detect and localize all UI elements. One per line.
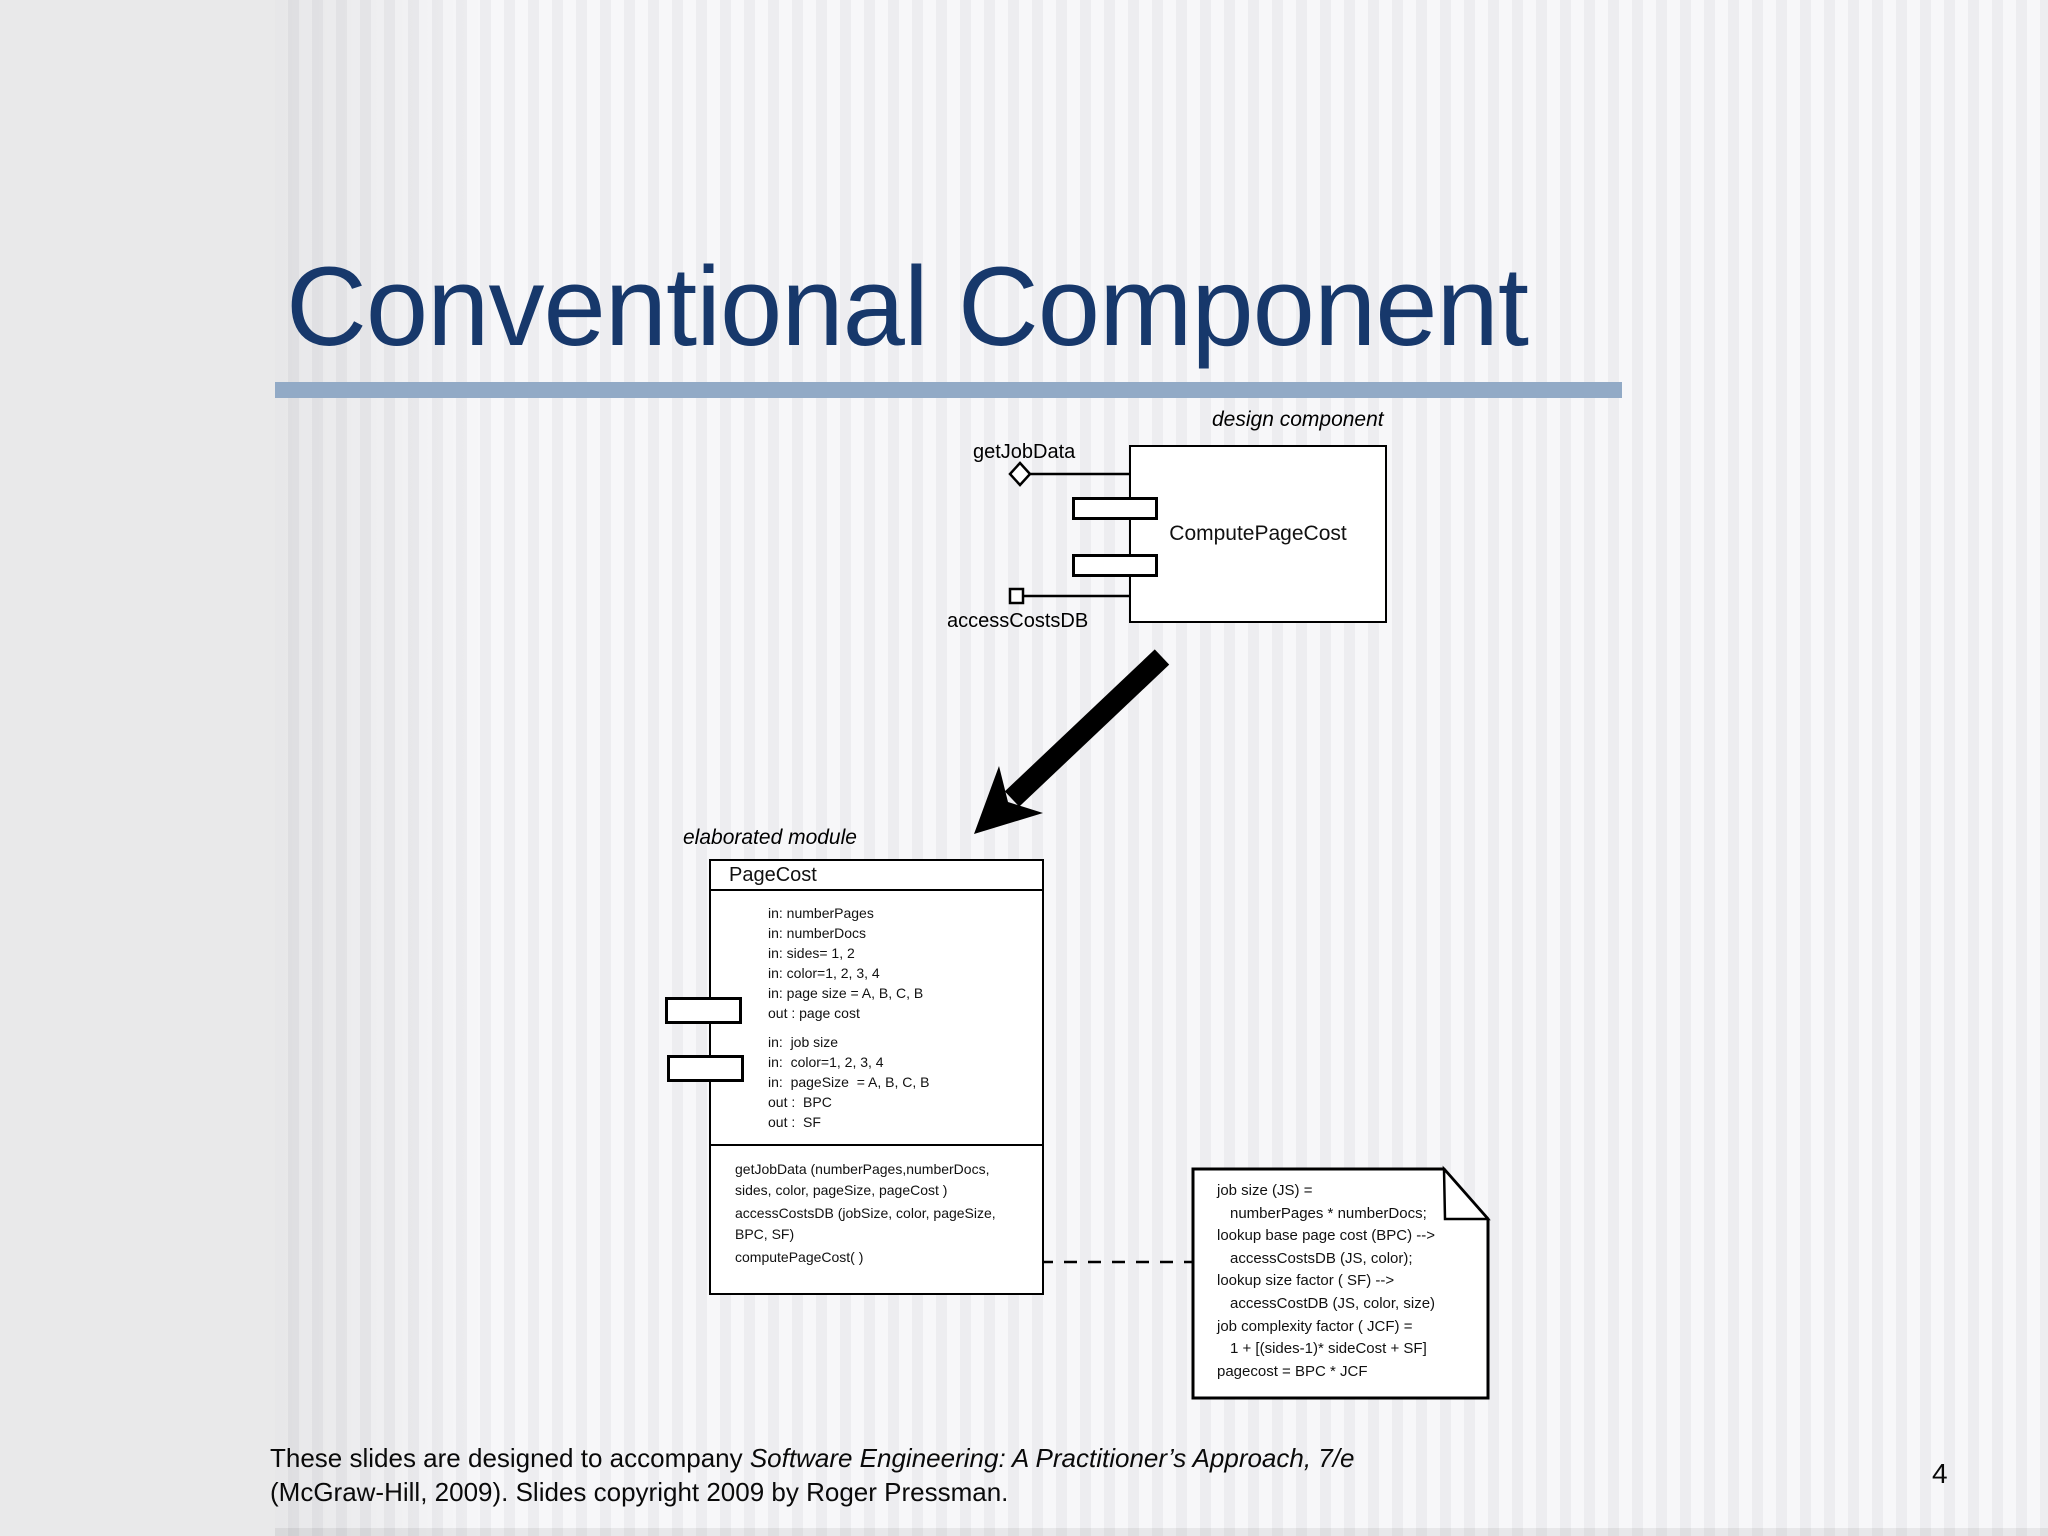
note-line: job size (JS) = [1217, 1182, 1313, 1199]
param-line: in: job size [768, 1034, 839, 1050]
design-component-caption: design component [1212, 408, 1384, 431]
param-line: in: numberDocs [768, 925, 867, 941]
interface-label-accesscostsdb: accessCostsDB [947, 610, 1089, 632]
title-underline-bar [275, 382, 1622, 398]
component-interface-tab [1072, 554, 1158, 577]
compute-page-cost-box: ComputePageCost [1129, 445, 1387, 623]
note-line: accessCostsDB (JS, color); [1230, 1249, 1413, 1267]
operation-line: accessCostsDB (jobSize, color, pageSize, [735, 1205, 996, 1221]
param-line: in: pageSize = A, B, C, B [768, 1074, 930, 1090]
operation-line: sides, color, pageSize, pageCost ) [735, 1182, 948, 1198]
note-folded-corner-icon [1442, 1165, 1491, 1221]
elaboration-arrow-head-icon [974, 766, 1043, 834]
param-line: out : page cost [768, 1005, 860, 1021]
compute-page-cost-label: ComputePageCost [1169, 522, 1347, 545]
param-line: out : BPC [768, 1094, 832, 1110]
page-cost-operations: getJobData (numberPages,numberDocs, side… [711, 1146, 1042, 1268]
footer-credits: These slides are designed to accompany S… [270, 1441, 1720, 1509]
param-line: in: color=1, 2, 3, 4 [768, 965, 880, 981]
operation-line: computePageCost( ) [735, 1249, 864, 1265]
elaborated-module-caption: elaborated module [683, 826, 857, 849]
footer-text: These slides are designed to accompany [270, 1443, 750, 1473]
note-line: lookup base page cost (BPC) --> [1217, 1227, 1436, 1245]
param-line: in: color=1, 2, 3, 4 [768, 1054, 884, 1070]
component-interface-tab [1072, 497, 1158, 520]
note-line: job complexity factor ( JCF) = [1217, 1317, 1413, 1335]
note-line: accessCostDB (JS, color, size) [1230, 1294, 1436, 1312]
footer-line-2: (McGraw-Hill, 2009). Slides copyright 20… [270, 1477, 1009, 1507]
interface-socket-icon [1008, 587, 1025, 605]
module-interface-tab [667, 1055, 744, 1082]
page-cost-box: PageCost in: numberPages in: numberDocs … [709, 859, 1044, 1295]
interface-diamond-icon [1008, 461, 1032, 487]
footer-line-1: These slides are designed to accompany S… [270, 1441, 1720, 1475]
note-line: 1 + [(sides-1)* sideCost + SF] [1230, 1340, 1427, 1358]
note-line: lookup size factor ( SF) --> [1217, 1272, 1395, 1290]
operation-line: getJobData (numberPages,numberDocs, [735, 1161, 990, 1177]
footer-book-title: Software Engineering: A Practitioner’s A… [749, 1443, 1355, 1473]
interface-label-getjobdata: getJobData [973, 441, 1076, 463]
page-number: 4 [1932, 1458, 1948, 1489]
note-line: numberPages * numberDocs; [1230, 1204, 1427, 1222]
elaboration-arrow-shaft [1004, 649, 1170, 807]
left-margin-panel [0, 0, 275, 1536]
module-interface-tab [665, 997, 742, 1024]
page-title: Conventional Component [286, 244, 1529, 369]
page-cost-parameters: in: numberPages in: numberDocs in: sides… [711, 891, 1042, 1146]
page-cost-title: PageCost [711, 861, 1042, 891]
param-line: in: sides= 1, 2 [768, 945, 855, 961]
pseudocode-note: job size (JS) = numberPages * numberDocs… [1193, 1169, 1483, 1383]
note-line: pagecost = BPC * JCF [1217, 1362, 1368, 1380]
bottom-edge-strip [275, 1528, 2048, 1536]
operation-line: BPC, SF) [735, 1226, 795, 1242]
background-shade [275, 0, 485, 1536]
param-line: in: numberPages [768, 905, 874, 921]
param-line: in: page size = A, B, C, B [768, 985, 924, 1001]
param-line: out : SF [768, 1114, 821, 1130]
